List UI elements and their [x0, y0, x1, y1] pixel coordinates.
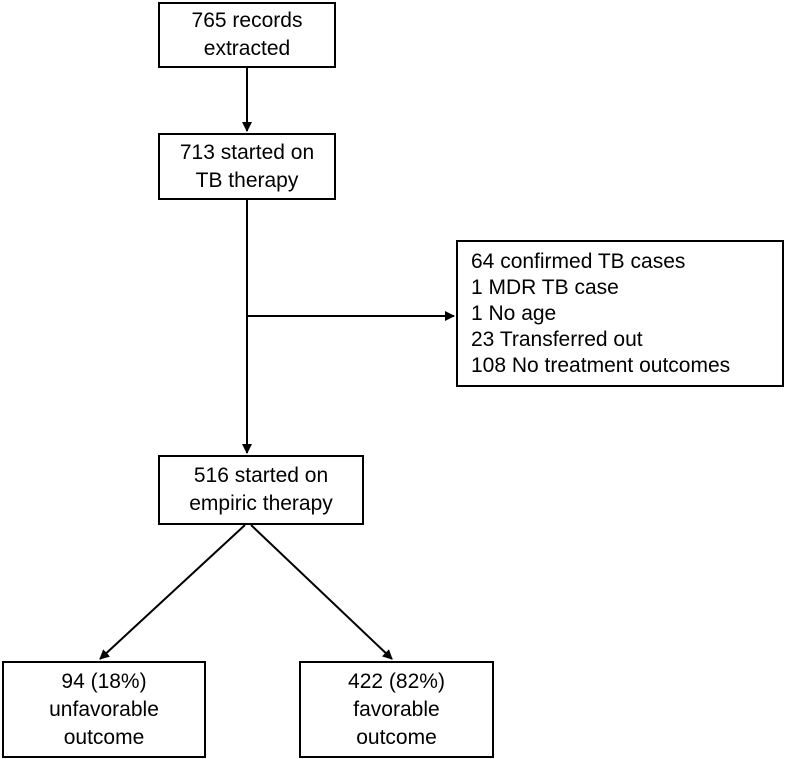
excluded-line-mdr-tb: 1 MDR TB case — [471, 275, 619, 299]
tb-therapy-line-1: 713 started on — [179, 140, 315, 164]
unfavorable-outcome-box: 94 (18%) unfavorable outcome — [2, 661, 206, 758]
started-tb-therapy-box: 713 started on TB therapy — [158, 133, 336, 200]
excluded-line-no-age: 1 No age — [471, 301, 557, 325]
favorable-outcome-box: 422 (82%) favorable outcome — [299, 661, 494, 758]
arrow-empiric-to-favorable — [250, 524, 393, 660]
empiric-line-1: 516 started on — [193, 464, 329, 487]
excluded-cases-box: 64 confirmed TB cases 1 MDR TB case 1 No… — [456, 240, 784, 387]
records-line-1: 765 records — [191, 9, 303, 32]
excluded-line-no-outcomes: 108 No treatment outcomes — [471, 353, 731, 377]
tb-therapy-line-2: TB therapy — [195, 168, 299, 192]
excluded-line-transferred-out: 23 Transferred out — [471, 327, 643, 351]
records-extracted-box: 765 records extracted — [158, 2, 336, 68]
empiric-line-2: empiric therapy — [189, 492, 333, 515]
favorable-line-1: 422 (82%) — [348, 669, 445, 693]
arrow-empiric-to-unfavorable — [99, 524, 246, 660]
unfavorable-line-3: outcome — [63, 725, 145, 749]
started-empiric-therapy-box: 516 started on empiric therapy — [158, 455, 364, 525]
unfavorable-line-2: unfavorable — [49, 697, 159, 721]
unfavorable-line-1: 94 (18%) — [61, 669, 147, 693]
excluded-line-confirmed-tb: 64 confirmed TB cases — [471, 249, 686, 273]
favorable-line-3: outcome — [356, 725, 437, 749]
records-line-2: extracted — [203, 37, 291, 60]
favorable-line-2: favorable — [353, 697, 440, 721]
